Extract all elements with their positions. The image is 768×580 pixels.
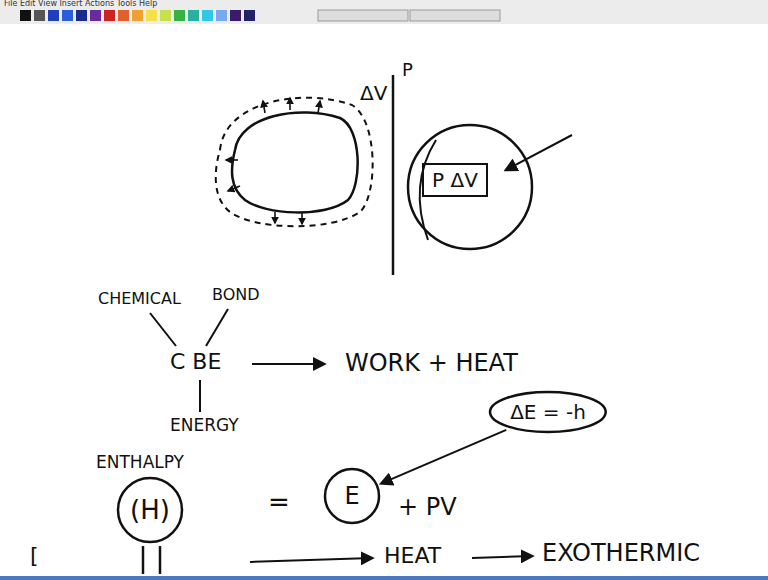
circled-symbol: (H) xyxy=(116,476,184,544)
work-box: P ΔV xyxy=(422,163,488,197)
node-outline xyxy=(118,478,182,542)
connector-arrow xyxy=(381,430,506,484)
node-outline xyxy=(490,392,606,432)
divider-line xyxy=(392,75,395,275)
leader-line xyxy=(199,380,201,412)
node-outline xyxy=(325,469,379,523)
label-text: BOND xyxy=(212,285,260,304)
expanded-boundary xyxy=(216,98,373,227)
equals-sign: = xyxy=(268,488,290,517)
label-text: = xyxy=(268,487,290,517)
word-label: ENERGY xyxy=(170,416,239,435)
arrow xyxy=(250,558,372,562)
label-text: ENERGY xyxy=(170,415,239,435)
volume-change: ΔV xyxy=(360,82,387,104)
pressure-label: P xyxy=(402,60,413,80)
node-text: P ΔV xyxy=(432,169,478,191)
expansion-arrows xyxy=(226,98,320,224)
abbreviation: C BE xyxy=(170,350,221,374)
label-text: WORK + HEAT xyxy=(345,349,518,377)
bracket: [ xyxy=(30,544,39,568)
leader-line xyxy=(150,313,176,346)
word-label: HEAT xyxy=(384,544,441,568)
label-text: CHEMICAL xyxy=(98,289,181,308)
expression: WORK + HEAT xyxy=(345,350,518,376)
leader-line xyxy=(206,309,228,346)
bottom-bar xyxy=(0,576,768,580)
label-text: [ xyxy=(30,543,39,568)
toolbar xyxy=(0,0,768,24)
label-text: + PV xyxy=(398,493,457,521)
word-label: EXOTHERMIC xyxy=(542,540,700,566)
label-text: HEAT xyxy=(384,543,441,568)
circled-equation: ΔE = -h xyxy=(488,390,608,434)
system-boundary xyxy=(232,113,358,213)
label-text: ENTHALPY xyxy=(96,452,184,472)
circled-symbol: E xyxy=(323,467,381,525)
label-text: ΔV xyxy=(360,81,387,105)
menu-bar: File Edit View Insert Actions Tools Help xyxy=(4,0,157,9)
word-label: ENTHALPY xyxy=(96,453,184,472)
expression: + PV xyxy=(398,494,457,520)
label-text: File Edit View Insert Actions Tools Help xyxy=(4,0,157,8)
word-label: BOND xyxy=(212,286,260,304)
node-text: ΔE = -h xyxy=(510,401,586,423)
bar-line xyxy=(159,546,162,574)
bar-line xyxy=(142,546,145,574)
node-text: E xyxy=(344,483,359,509)
color-palette xyxy=(20,10,500,21)
label-text: EXOTHERMIC xyxy=(542,539,700,567)
arrow xyxy=(472,556,532,558)
work-circle xyxy=(408,125,532,249)
arrow xyxy=(252,363,324,365)
node-text: (H) xyxy=(130,496,170,525)
word-label: CHEMICAL xyxy=(98,290,181,308)
pointer-arrow xyxy=(506,135,572,170)
label-text: P xyxy=(402,59,413,80)
label-text: C BE xyxy=(170,349,221,374)
